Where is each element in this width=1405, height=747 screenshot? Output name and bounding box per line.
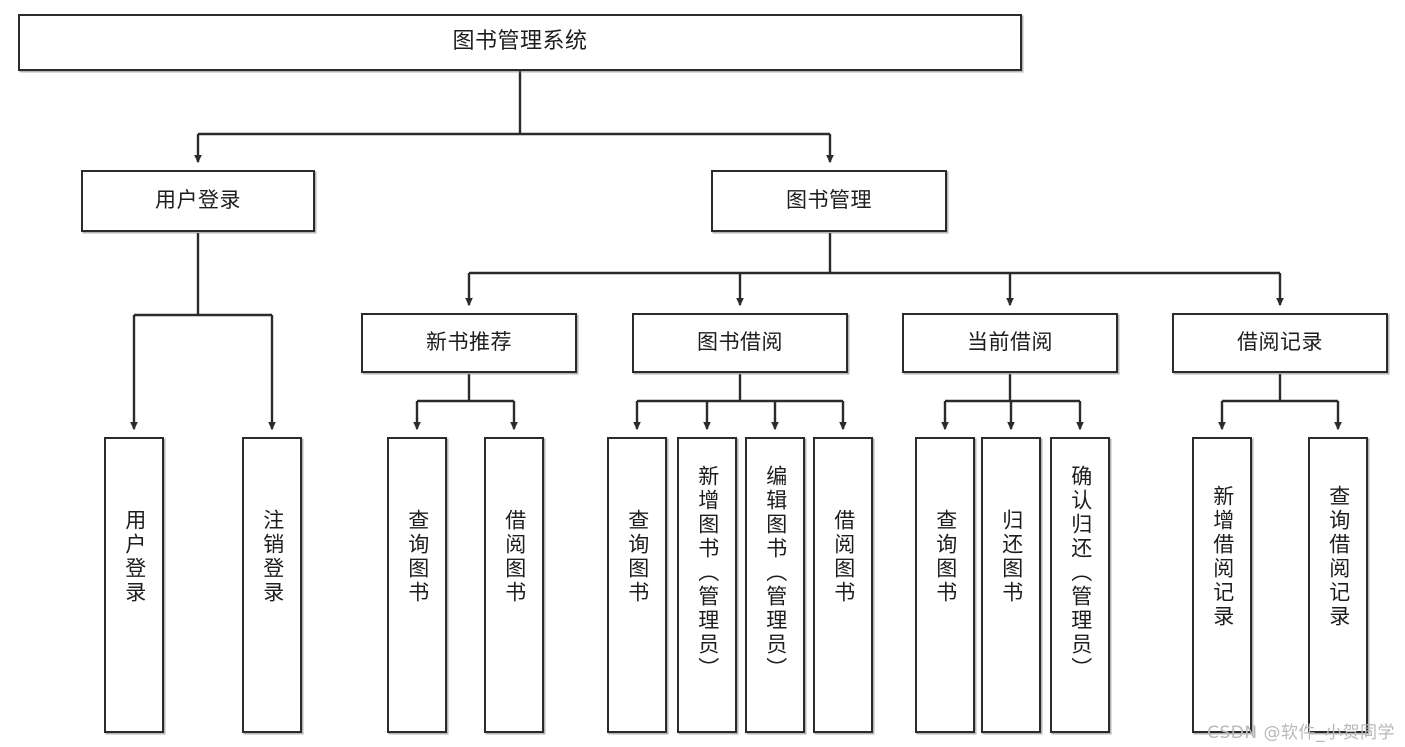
node-label: 借阅图书: [831, 509, 856, 605]
node-label: 注销登录: [260, 509, 285, 605]
node-label: 确认归还（管理员）: [1068, 465, 1093, 681]
node-leaf-query-book-1[interactable]: 查询图书: [387, 437, 447, 733]
node-leaf-add-record[interactable]: 新增借阅记录: [1192, 437, 1252, 733]
node-label: 新书推荐: [426, 330, 512, 355]
node-root-book-management-system[interactable]: 图书管理系统: [18, 14, 1022, 71]
node-label: 新增图书（管理员）: [695, 465, 720, 681]
node-label: 新增借阅记录: [1210, 485, 1235, 629]
node-leaf-confirm-return[interactable]: 确认归还（管理员）: [1050, 437, 1110, 733]
node-label: 用户登录: [155, 188, 241, 213]
node-current-borrow[interactable]: 当前借阅: [902, 313, 1118, 373]
node-label: 图书管理系统: [452, 29, 588, 55]
node-label: 图书借阅: [697, 330, 783, 355]
node-new-book-recommend[interactable]: 新书推荐: [361, 313, 577, 373]
node-label: 图书管理: [786, 188, 872, 213]
node-leaf-user-login[interactable]: 用户登录: [104, 437, 164, 733]
node-leaf-query-book-3[interactable]: 查询图书: [915, 437, 975, 733]
node-leaf-add-book[interactable]: 新增图书（管理员）: [677, 437, 737, 733]
node-label: 查询图书: [625, 509, 650, 605]
node-leaf-query-record[interactable]: 查询借阅记录: [1308, 437, 1368, 733]
node-leaf-return-book[interactable]: 归还图书: [981, 437, 1041, 733]
node-leaf-borrow-book-1[interactable]: 借阅图书: [484, 437, 544, 733]
node-label: 当前借阅: [967, 330, 1053, 355]
node-leaf-logout[interactable]: 注销登录: [242, 437, 302, 733]
node-borrow-record[interactable]: 借阅记录: [1172, 313, 1388, 373]
node-label: 编辑图书（管理员）: [763, 465, 788, 681]
node-label: 查询借阅记录: [1326, 485, 1351, 629]
node-book-borrow[interactable]: 图书借阅: [632, 313, 848, 373]
node-label: 借阅记录: [1237, 330, 1323, 355]
node-leaf-edit-book[interactable]: 编辑图书（管理员）: [745, 437, 805, 733]
csdn-watermark: CSDN @软件_小贺同学: [1207, 723, 1395, 743]
node-label: 归还图书: [999, 509, 1024, 605]
node-label: 借阅图书: [502, 509, 527, 605]
node-leaf-query-book-2[interactable]: 查询图书: [607, 437, 667, 733]
node-book-management[interactable]: 图书管理: [711, 170, 947, 232]
node-label: 查询图书: [405, 509, 430, 605]
node-label: 用户登录: [122, 509, 147, 605]
node-label: 查询图书: [933, 509, 958, 605]
node-leaf-borrow-book-2[interactable]: 借阅图书: [813, 437, 873, 733]
node-user-login[interactable]: 用户登录: [81, 170, 315, 232]
